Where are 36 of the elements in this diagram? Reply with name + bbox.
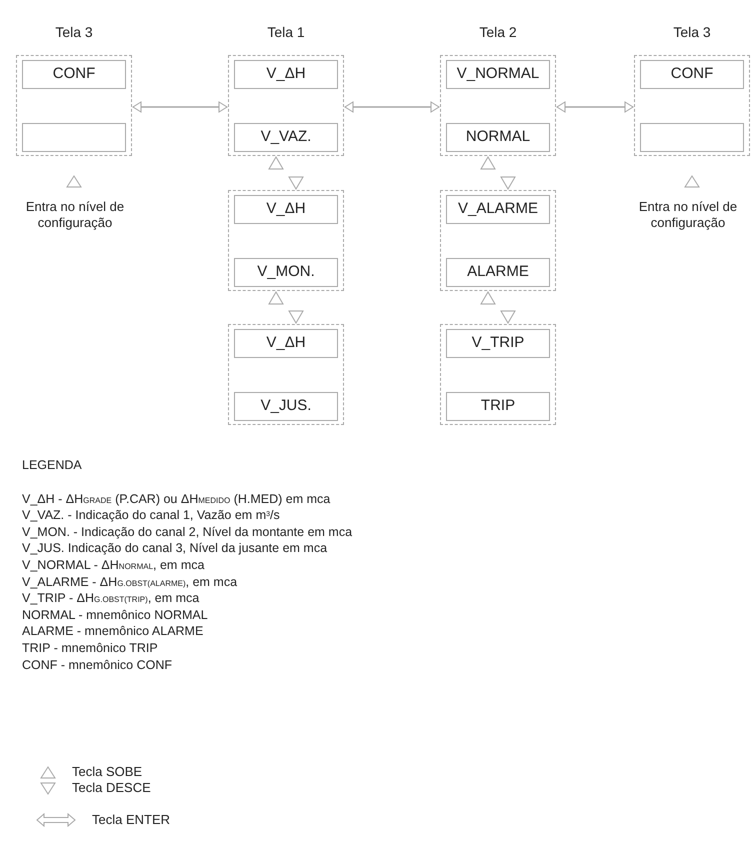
display-field: V_ALARME — [446, 195, 550, 224]
display-field: V_ΔH — [234, 329, 338, 358]
legend-definition: V_VAZ. - Indicação do canal 1, Vazão em m$^{3}$/s — [22, 507, 281, 524]
double-arrow — [556, 102, 634, 112]
legend-text: Tecla SOBE — [72, 764, 142, 780]
display-field: TRIP — [446, 392, 550, 421]
legend-heading: LEGENDA — [22, 457, 83, 474]
display-field: CONF — [640, 60, 744, 89]
screen-heading: Tela 3 — [55, 23, 93, 41]
display-field: V_TRIP — [446, 329, 550, 358]
legend-definition: V_MON. - Indicação do canal 2, Nível da montante em mca — [22, 524, 352, 540]
display-field: V_MON. — [234, 258, 338, 287]
legend-definition: CONF - mnemônico CONF — [22, 656, 174, 674]
display-field: NORMAL — [446, 123, 550, 152]
double-arrow — [344, 102, 440, 112]
note-text: Entra no nível de configuração — [24, 199, 126, 231]
legend-definition: TRIP - mnemônico TRIP — [22, 640, 159, 657]
display-field: V_ΔH — [234, 195, 338, 224]
legend-definition: V_JUS. Indicação do canal 3, Nível da jusante em mca — [22, 540, 328, 557]
display-field: V_JUS. — [234, 392, 338, 421]
legend-text: Tecla DESCE — [72, 780, 151, 796]
screen-heading: Tela 3 — [673, 23, 711, 41]
double-arrow — [132, 102, 228, 112]
display-field: ALARME — [446, 258, 550, 287]
note-text: Entra no nível de configuração — [638, 199, 738, 231]
screen-heading: Tela 2 — [479, 23, 517, 41]
legend-definition: NORMAL - mnemônico NORMAL — [22, 606, 209, 624]
screen-heading: Tela 1 — [267, 23, 305, 41]
display-field: CONF — [22, 60, 126, 89]
legend-definition: ALARME - mnemônico ALARME — [22, 623, 204, 640]
legend-text: Tecla ENTER — [92, 812, 170, 828]
display-field — [22, 123, 126, 152]
display-field — [640, 123, 744, 152]
display-field: V_ΔH — [234, 60, 338, 89]
display-field: V_NORMAL — [446, 60, 550, 89]
display-field: V_VAZ. — [234, 123, 338, 152]
